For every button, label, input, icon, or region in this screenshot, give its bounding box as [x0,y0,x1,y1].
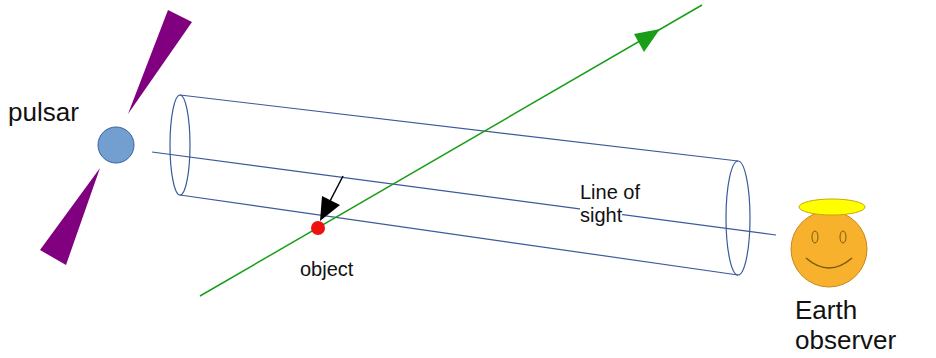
label-text: Line of sight [580,181,640,226]
displacement-arrow [329,176,343,203]
label-text: pulsar [8,97,79,127]
sight-label: Line of sight [580,181,660,227]
trajectory-arrowhead [634,29,660,52]
pulsar-beam [128,10,192,114]
sight-line [152,152,776,235]
object-label: object [300,258,390,281]
displacement-arrowhead [320,196,340,221]
pulsar-label: pulsar [8,98,118,128]
pulsar-star [98,127,134,163]
observer-label: Earth observer [795,296,920,356]
object-trajectory [200,5,702,296]
object-dot [311,221,325,235]
pulsar-beam [40,168,100,265]
observer-smiley [791,199,867,287]
sight-cylinder [170,95,750,275]
label-text: Earth observer [795,295,896,355]
label-text: object [300,258,353,280]
